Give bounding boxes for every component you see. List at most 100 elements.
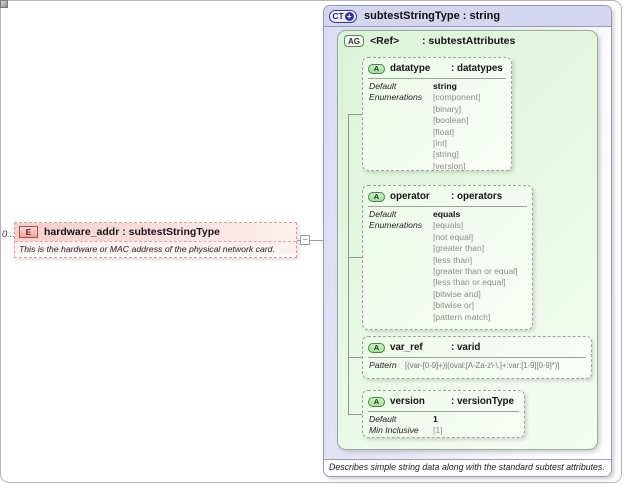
- facet-value: [not equal]: [433, 231, 474, 242]
- facet-value: [version]: [433, 160, 466, 171]
- facet-row: [not equal]: [369, 232, 529, 243]
- facet-value: [boolean]: [433, 115, 469, 126]
- attributegroup-header: AG <Ref> : subtestAttributes: [338, 31, 597, 47]
- facet-label: [369, 266, 433, 277]
- facet-row: [boolean]: [369, 115, 508, 126]
- facet-value: [less than or equal]: [433, 277, 506, 288]
- attribute-badge: A: [368, 63, 385, 74]
- collapse-handle[interactable]: −: [300, 235, 310, 245]
- facet-value: 1: [433, 414, 438, 424]
- tree-trunk-line: [348, 114, 349, 414]
- facet-label: [369, 277, 433, 288]
- facet-row: Enumerations[component]: [369, 92, 508, 103]
- facet-row: [float]: [369, 127, 508, 138]
- facet-row: [version]: [369, 160, 508, 171]
- facet-label: Default: [369, 81, 397, 91]
- facet-value: [component]: [433, 92, 481, 103]
- element-badge: E: [19, 226, 38, 238]
- facet-row: Default 1: [369, 414, 521, 425]
- element-title: hardware_addr : subtestStringType: [44, 226, 221, 238]
- attribute-header-separator: [368, 357, 586, 358]
- complextype-badge[interactable]: CT+: [329, 9, 357, 23]
- attributegroup-name: <Ref>: [370, 35, 400, 47]
- attributegroup-badge: AG: [344, 35, 364, 47]
- tree-stub-line: [348, 257, 362, 258]
- attribute-header-separator: [368, 411, 519, 412]
- facet-label: [369, 127, 433, 138]
- facet-value: [string]: [433, 149, 459, 160]
- facet-label: Default: [369, 414, 397, 424]
- complextype-badge-label: CT: [332, 11, 344, 21]
- facet-value: [float]: [433, 126, 455, 137]
- facet-row: [less than]: [369, 255, 529, 266]
- facet-value: [bitwise or]: [433, 300, 475, 311]
- complextype-title: subtestStringType : string: [364, 10, 501, 22]
- facet-label: [369, 312, 433, 323]
- facet-label: [369, 161, 433, 170]
- attribute-badge: A: [368, 396, 385, 407]
- tree-stub-line: [348, 414, 362, 415]
- facet-value: [(var-[0-9]+)|(oval:[A-Za-z\-\.]+:var:[1…: [405, 361, 560, 370]
- facet-label: [369, 138, 433, 149]
- facet-label: [369, 243, 433, 254]
- facet-row: [bitwise and]: [369, 289, 529, 300]
- attribute-name: var_ref: [390, 342, 423, 353]
- attribute-type: : operators: [451, 191, 503, 202]
- collapse-icon: −: [302, 235, 308, 244]
- resize-corner-mark[interactable]: [0, 0, 8, 8]
- facet-row: Min Inclusive[1]: [369, 425, 521, 436]
- facet-value: equals: [433, 209, 461, 219]
- facet-value: [equals]: [433, 220, 464, 231]
- facet-label: [369, 300, 433, 311]
- tree-stub-line: [348, 357, 362, 358]
- facet-value: [greater than]: [433, 243, 485, 254]
- element-header: E hardware_addr : subtestStringType: [15, 223, 296, 241]
- facet-row: [int]: [369, 138, 508, 149]
- attributegroup-type: : subtestAttributes: [422, 35, 516, 47]
- attribute-type: : versionType: [451, 396, 514, 407]
- facet-value: [greater than or equal]: [433, 266, 518, 277]
- cardinality-label: 0..1: [2, 229, 18, 240]
- facet-label: [369, 149, 433, 160]
- facet-row: [bitwise or]: [369, 300, 529, 311]
- element-box-hardware-addr[interactable]: E hardware_addr : subtestStringType This…: [14, 222, 297, 258]
- attribute-badge: A: [368, 342, 385, 353]
- facet-row: [pattern match]: [369, 312, 529, 323]
- tree-stub-line: [348, 114, 362, 115]
- attribute-name: operator: [390, 191, 430, 202]
- facet-label: [369, 104, 433, 115]
- facet-list: Pattern[(var-[0-9]+)|(oval:[A-Za-z\-\.]+…: [363, 360, 591, 371]
- facet-row: [greater than]: [369, 243, 529, 254]
- facet-label: [369, 289, 433, 300]
- facet-value: [bitwise and]: [433, 288, 481, 299]
- facet-label: Min Inclusive: [369, 425, 419, 436]
- facet-value: [int]: [433, 138, 447, 149]
- element-documentation: This is the hardware or MAC address of t…: [15, 241, 296, 254]
- facet-row: [less than or equal]: [369, 277, 529, 288]
- expand-icon: +: [344, 11, 354, 21]
- facet-value: [pattern match]: [433, 311, 491, 322]
- attribute-header-separator: [368, 78, 506, 79]
- attribute-name: version: [390, 396, 425, 407]
- facet-value: [less than]: [433, 254, 473, 265]
- facet-label: [369, 232, 433, 243]
- attribute-name: datatype: [390, 63, 431, 74]
- facet-label: [369, 115, 433, 126]
- facet-label: [369, 255, 433, 266]
- facet-row: [binary]: [369, 104, 508, 115]
- facet-row: Pattern[(var-[0-9]+)|(oval:[A-Za-z\-\.]+…: [369, 360, 588, 371]
- facet-row: [greater than or equal]: [369, 266, 529, 277]
- complextype-header: CT+ subtestStringType : string: [324, 6, 611, 27]
- facet-row: [string]: [369, 149, 508, 160]
